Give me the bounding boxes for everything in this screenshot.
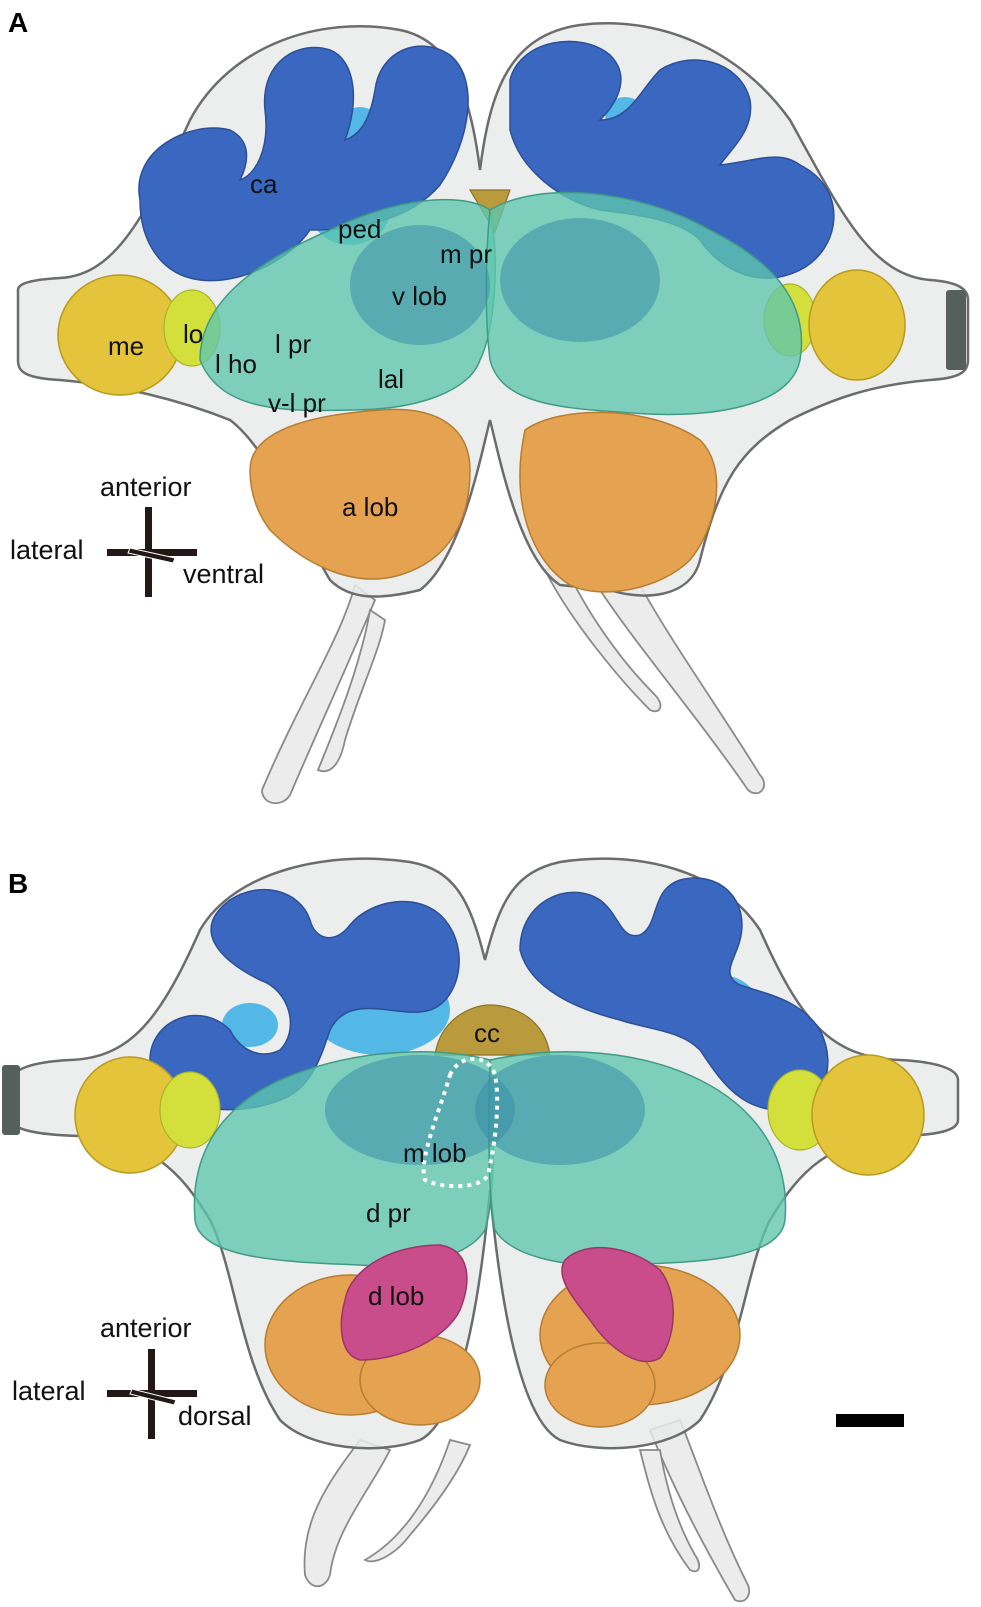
- dorsal-lobe-right-b: [561, 1247, 674, 1363]
- antennal-lobe-right-a: [519, 411, 718, 593]
- orientation-indicator-b: anterior lateral dorsal: [12, 1313, 252, 1439]
- optic-stump-left-b: [2, 1065, 20, 1135]
- label-l-ho: l ho: [215, 349, 257, 379]
- label-m-pr: m pr: [440, 239, 492, 269]
- nerve-right-b-2: [638, 1449, 701, 1573]
- orient-a-ventral: ventral: [183, 559, 264, 589]
- calyx-right-b: [519, 877, 829, 1111]
- panel-a: A ca: [8, 7, 970, 804]
- nerve-right: [598, 584, 765, 795]
- label-me: me: [108, 331, 144, 361]
- antennal-lobe-right-b-lower: [544, 1342, 656, 1428]
- label-a-lob: a lob: [342, 492, 398, 522]
- panel-b-nerves: [303, 1418, 750, 1603]
- label-ca: ca: [250, 169, 278, 199]
- calyx-left-a: [138, 45, 469, 282]
- nerve-left-2: [316, 608, 386, 773]
- label-v-l-pr: v-l pr: [268, 388, 326, 418]
- medulla-right-a: [808, 269, 906, 381]
- label-ped: ped: [338, 214, 381, 244]
- label-cc: cc: [474, 1018, 500, 1048]
- label-d-pr: d pr: [366, 1198, 411, 1228]
- label-m-lob: m lob: [403, 1138, 467, 1168]
- orient-a-anterior: anterior: [100, 472, 192, 502]
- nerve-left-b-2: [363, 1438, 472, 1563]
- scale-bar: [836, 1414, 904, 1427]
- ventral-lobe-left-a: [350, 225, 490, 345]
- nerve-right-2: [543, 563, 662, 713]
- label-d-lob: d lob: [368, 1281, 424, 1311]
- label-lal: lal: [378, 364, 404, 394]
- ventral-lobe-right-a: [500, 218, 660, 342]
- calyx-left-b: [149, 888, 460, 1111]
- orient-b-lateral: lateral: [12, 1376, 86, 1406]
- axis-diagonal-b: [129, 1388, 177, 1406]
- label-v-lob: v lob: [392, 281, 447, 311]
- antennal-lobe-left-a: [249, 408, 471, 580]
- dorsal-lobe-left-b: [340, 1244, 468, 1361]
- median-lobe-right-b: [475, 1055, 645, 1165]
- panel-b: B: [2, 857, 960, 1603]
- optic-stump-right-a: [946, 290, 966, 370]
- orient-b-dorsal: dorsal: [178, 1401, 252, 1431]
- central-complex-b: [434, 1004, 551, 1056]
- lobula-left-b: [159, 1071, 221, 1149]
- pedunculus-left-b: [222, 1003, 278, 1047]
- panel-a-label: A: [8, 7, 28, 38]
- m-lob-outline: [421, 1056, 500, 1189]
- orientation-indicator-a: anterior lateral ventral: [10, 472, 264, 597]
- orient-a-lateral: lateral: [10, 535, 84, 565]
- median-lobe-left-b: [325, 1055, 515, 1165]
- label-lo: lo: [183, 319, 203, 349]
- nerve-right-b: [648, 1418, 750, 1603]
- panel-a-nerves: [261, 563, 765, 804]
- nerve-left-b: [303, 1438, 392, 1588]
- medulla-right-b: [811, 1054, 925, 1176]
- orient-b-anterior: anterior: [100, 1313, 192, 1343]
- panel-b-label: B: [8, 868, 28, 899]
- nerve-left: [261, 583, 377, 804]
- axis-diagonal-a: [127, 547, 176, 564]
- label-l-pr: l pr: [275, 329, 311, 359]
